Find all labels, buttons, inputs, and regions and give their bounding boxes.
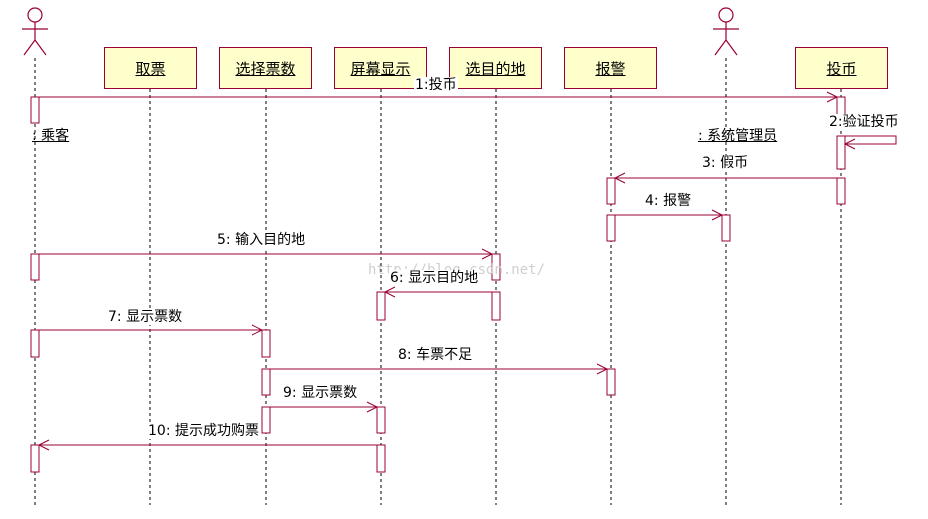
- actor-admin-icon: [713, 7, 739, 56]
- arrowhead: [613, 172, 626, 184]
- object-box-qupiao: 取票: [104, 47, 197, 89]
- object-label: 报警: [595, 59, 626, 78]
- activation-bar: [606, 214, 616, 242]
- actor-label-passenger: : 乘客: [32, 128, 70, 144]
- arrowhead: [843, 138, 856, 150]
- arrowhead: [383, 286, 396, 298]
- activation-bar: [376, 406, 386, 434]
- activation-bar: [836, 135, 846, 170]
- arrowhead: [251, 324, 264, 336]
- message-label-7: 7: 显示票数: [107, 309, 184, 325]
- object-box-baojing: 报警: [564, 47, 657, 89]
- object-box-toubi: 投币: [795, 47, 888, 89]
- message-label-6: 6: 显示目的地: [389, 270, 480, 286]
- object-label: 选择票数: [235, 59, 296, 78]
- message-label-8: 8: 车票不足: [397, 347, 474, 363]
- activation-bar: [606, 177, 616, 205]
- activation-bar: [261, 329, 271, 358]
- activation-bar: [30, 444, 40, 473]
- object-box-xuanze: 选择票数: [219, 47, 312, 89]
- message-label-10: 10: 提示成功购票: [147, 423, 260, 439]
- object-label: 屏幕显示: [350, 59, 411, 78]
- actor-passenger-icon: [22, 7, 48, 56]
- object-box-pingmu: 屏幕显示: [334, 47, 427, 89]
- message-label-2: 2:验证投币: [828, 114, 900, 130]
- activation-bar: [30, 96, 40, 124]
- arrowhead: [366, 401, 379, 413]
- activation-bar: [606, 368, 616, 396]
- activation-bar: [491, 291, 501, 321]
- activation-bar: [30, 329, 40, 358]
- object-label: 投币: [826, 59, 857, 78]
- activation-bar: [376, 291, 386, 321]
- arrowhead: [481, 248, 494, 260]
- activation-bar: [376, 444, 386, 473]
- object-label: 取票: [135, 59, 166, 78]
- arrowhead: [826, 91, 839, 103]
- object-label: 选目的地: [465, 59, 526, 78]
- message-label-4: 4: 报警: [644, 193, 693, 209]
- actor-label-admin: : 系统管理员: [698, 128, 778, 144]
- message-label-3: 3: 假币: [701, 155, 750, 171]
- message-arrow-2: [845, 135, 897, 145]
- activation-bar: [836, 177, 846, 205]
- arrowhead: [711, 209, 724, 221]
- activation-bar: [261, 406, 271, 434]
- activation-bar: [30, 253, 40, 281]
- arrowhead: [37, 439, 50, 451]
- arrowhead: [596, 363, 609, 375]
- message-label-5: 5: 输入目的地: [216, 232, 307, 248]
- activation-bar: [491, 253, 501, 281]
- message-label-1: 1:投币: [414, 77, 458, 93]
- activation-bar: [721, 214, 731, 242]
- object-box-mudidi: 选目的地: [449, 47, 542, 89]
- activation-bar: [261, 368, 271, 396]
- message-label-9: 9: 显示票数: [282, 385, 359, 401]
